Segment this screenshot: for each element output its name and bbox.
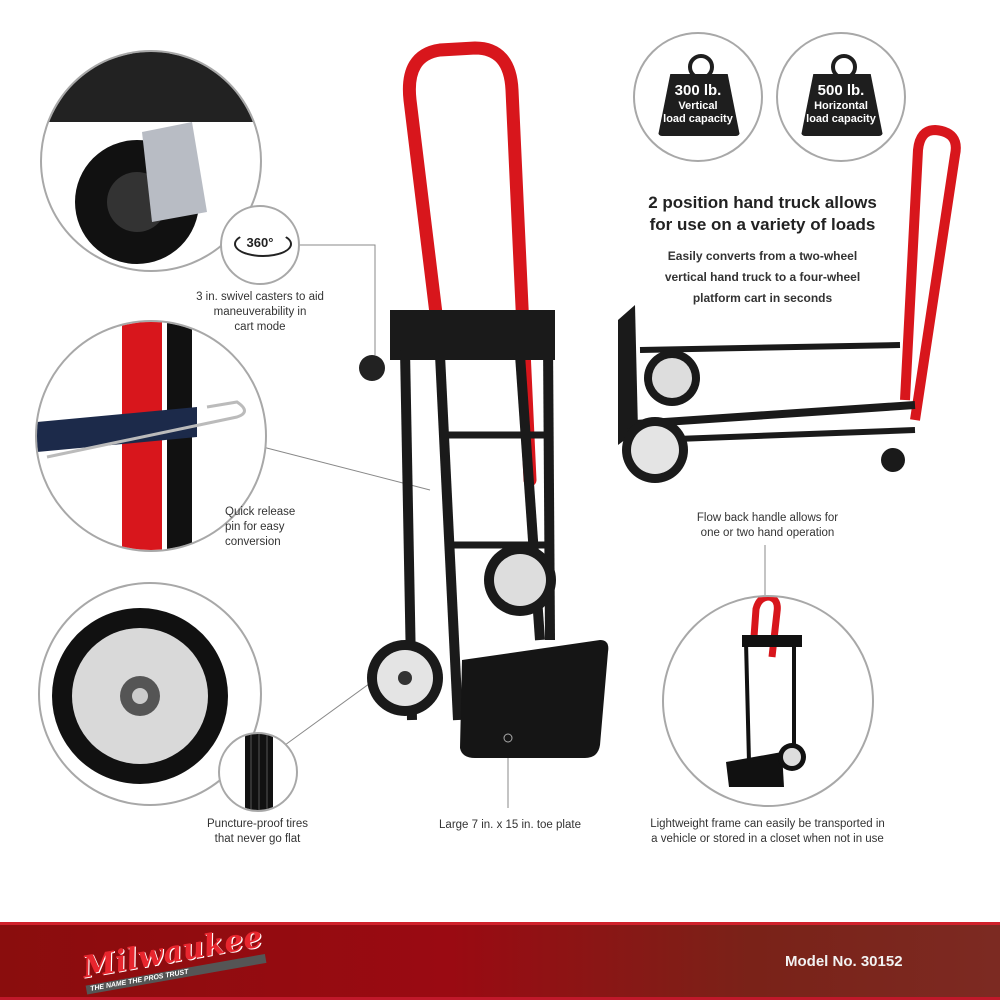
hand-truck-main bbox=[359, 41, 609, 758]
model-number: Model No. 30152 bbox=[785, 953, 903, 970]
pin-detail-circle bbox=[35, 320, 267, 552]
rotation-360-icon: 360° bbox=[220, 205, 300, 285]
platform-cart bbox=[618, 124, 961, 483]
weight-icon bbox=[801, 74, 883, 136]
headline-line: 2 position hand truck allows bbox=[648, 193, 877, 212]
badge-horizontal-capacity: 500 lb. Horizontal load capacity bbox=[776, 32, 906, 162]
subhead: Easily converts from a two-wheel vertica… bbox=[620, 246, 905, 309]
horizontal-weight: 500 lb. bbox=[817, 82, 865, 99]
horizontal-sublabel: load capacity bbox=[806, 113, 876, 125]
tire-tread-circle bbox=[218, 732, 298, 812]
brand-logo: Milwaukee THE NAME THE PROS TRUST bbox=[80, 920, 267, 995]
weight-icon bbox=[658, 74, 740, 136]
footer-banner: Milwaukee THE NAME THE PROS TRUST Model … bbox=[0, 920, 1000, 1000]
callout-toe-plate: Large 7 in. x 15 in. toe plate bbox=[439, 819, 581, 831]
vertical-label: Vertical bbox=[678, 100, 718, 112]
headline-line: for use on a variety of loads bbox=[649, 215, 876, 234]
subhead-line: vertical hand truck to a four-wheel bbox=[664, 270, 861, 284]
subhead-line: platform cart in seconds bbox=[692, 291, 833, 305]
horizontal-label: Horizontal bbox=[814, 100, 868, 112]
handle-detail-circle bbox=[662, 595, 874, 807]
vertical-weight: 300 lb. bbox=[674, 82, 722, 99]
subhead-line: Easily converts from a two-wheel bbox=[667, 249, 858, 263]
headline: 2 position hand truck allows for use on … bbox=[620, 192, 905, 236]
vertical-sublabel: load capacity bbox=[663, 113, 733, 125]
rotate-arrow-icon bbox=[234, 231, 292, 257]
badge-vertical-capacity: 300 lb. Vertical load capacity bbox=[633, 32, 763, 162]
callout-frame: Lightweight frame can easily be transpor… bbox=[650, 818, 885, 845]
